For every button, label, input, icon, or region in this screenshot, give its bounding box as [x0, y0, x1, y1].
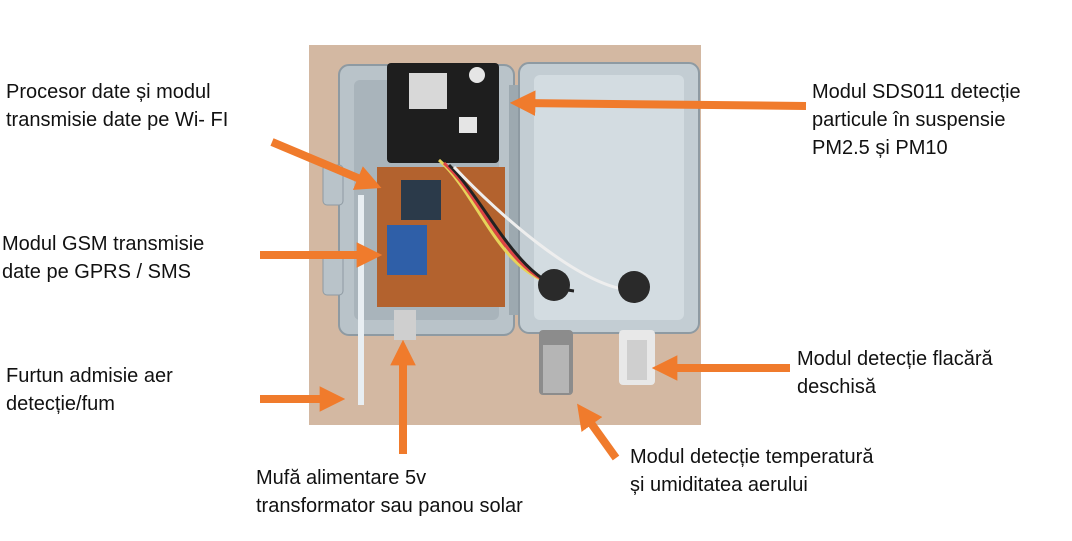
- label-temp-humidity: Modul detecție temperatură și umiditatea…: [630, 446, 874, 496]
- label-power: Mufă alimentare 5v transformator sau pan…: [256, 467, 523, 517]
- label-gsm: Modul GSM transmisie date pe GPRS / SMS: [2, 233, 205, 283]
- label-flame: Modul detecție flacără deschisă: [797, 348, 993, 398]
- label-processor: Procesor date și modul transmisie date p…: [6, 81, 229, 131]
- sensor-box-photo: [309, 45, 701, 425]
- label-hose: Furtun admisie aer detecție/fum: [6, 365, 173, 415]
- label-sds011: Modul SDS011 detecție particule în suspe…: [812, 81, 1021, 159]
